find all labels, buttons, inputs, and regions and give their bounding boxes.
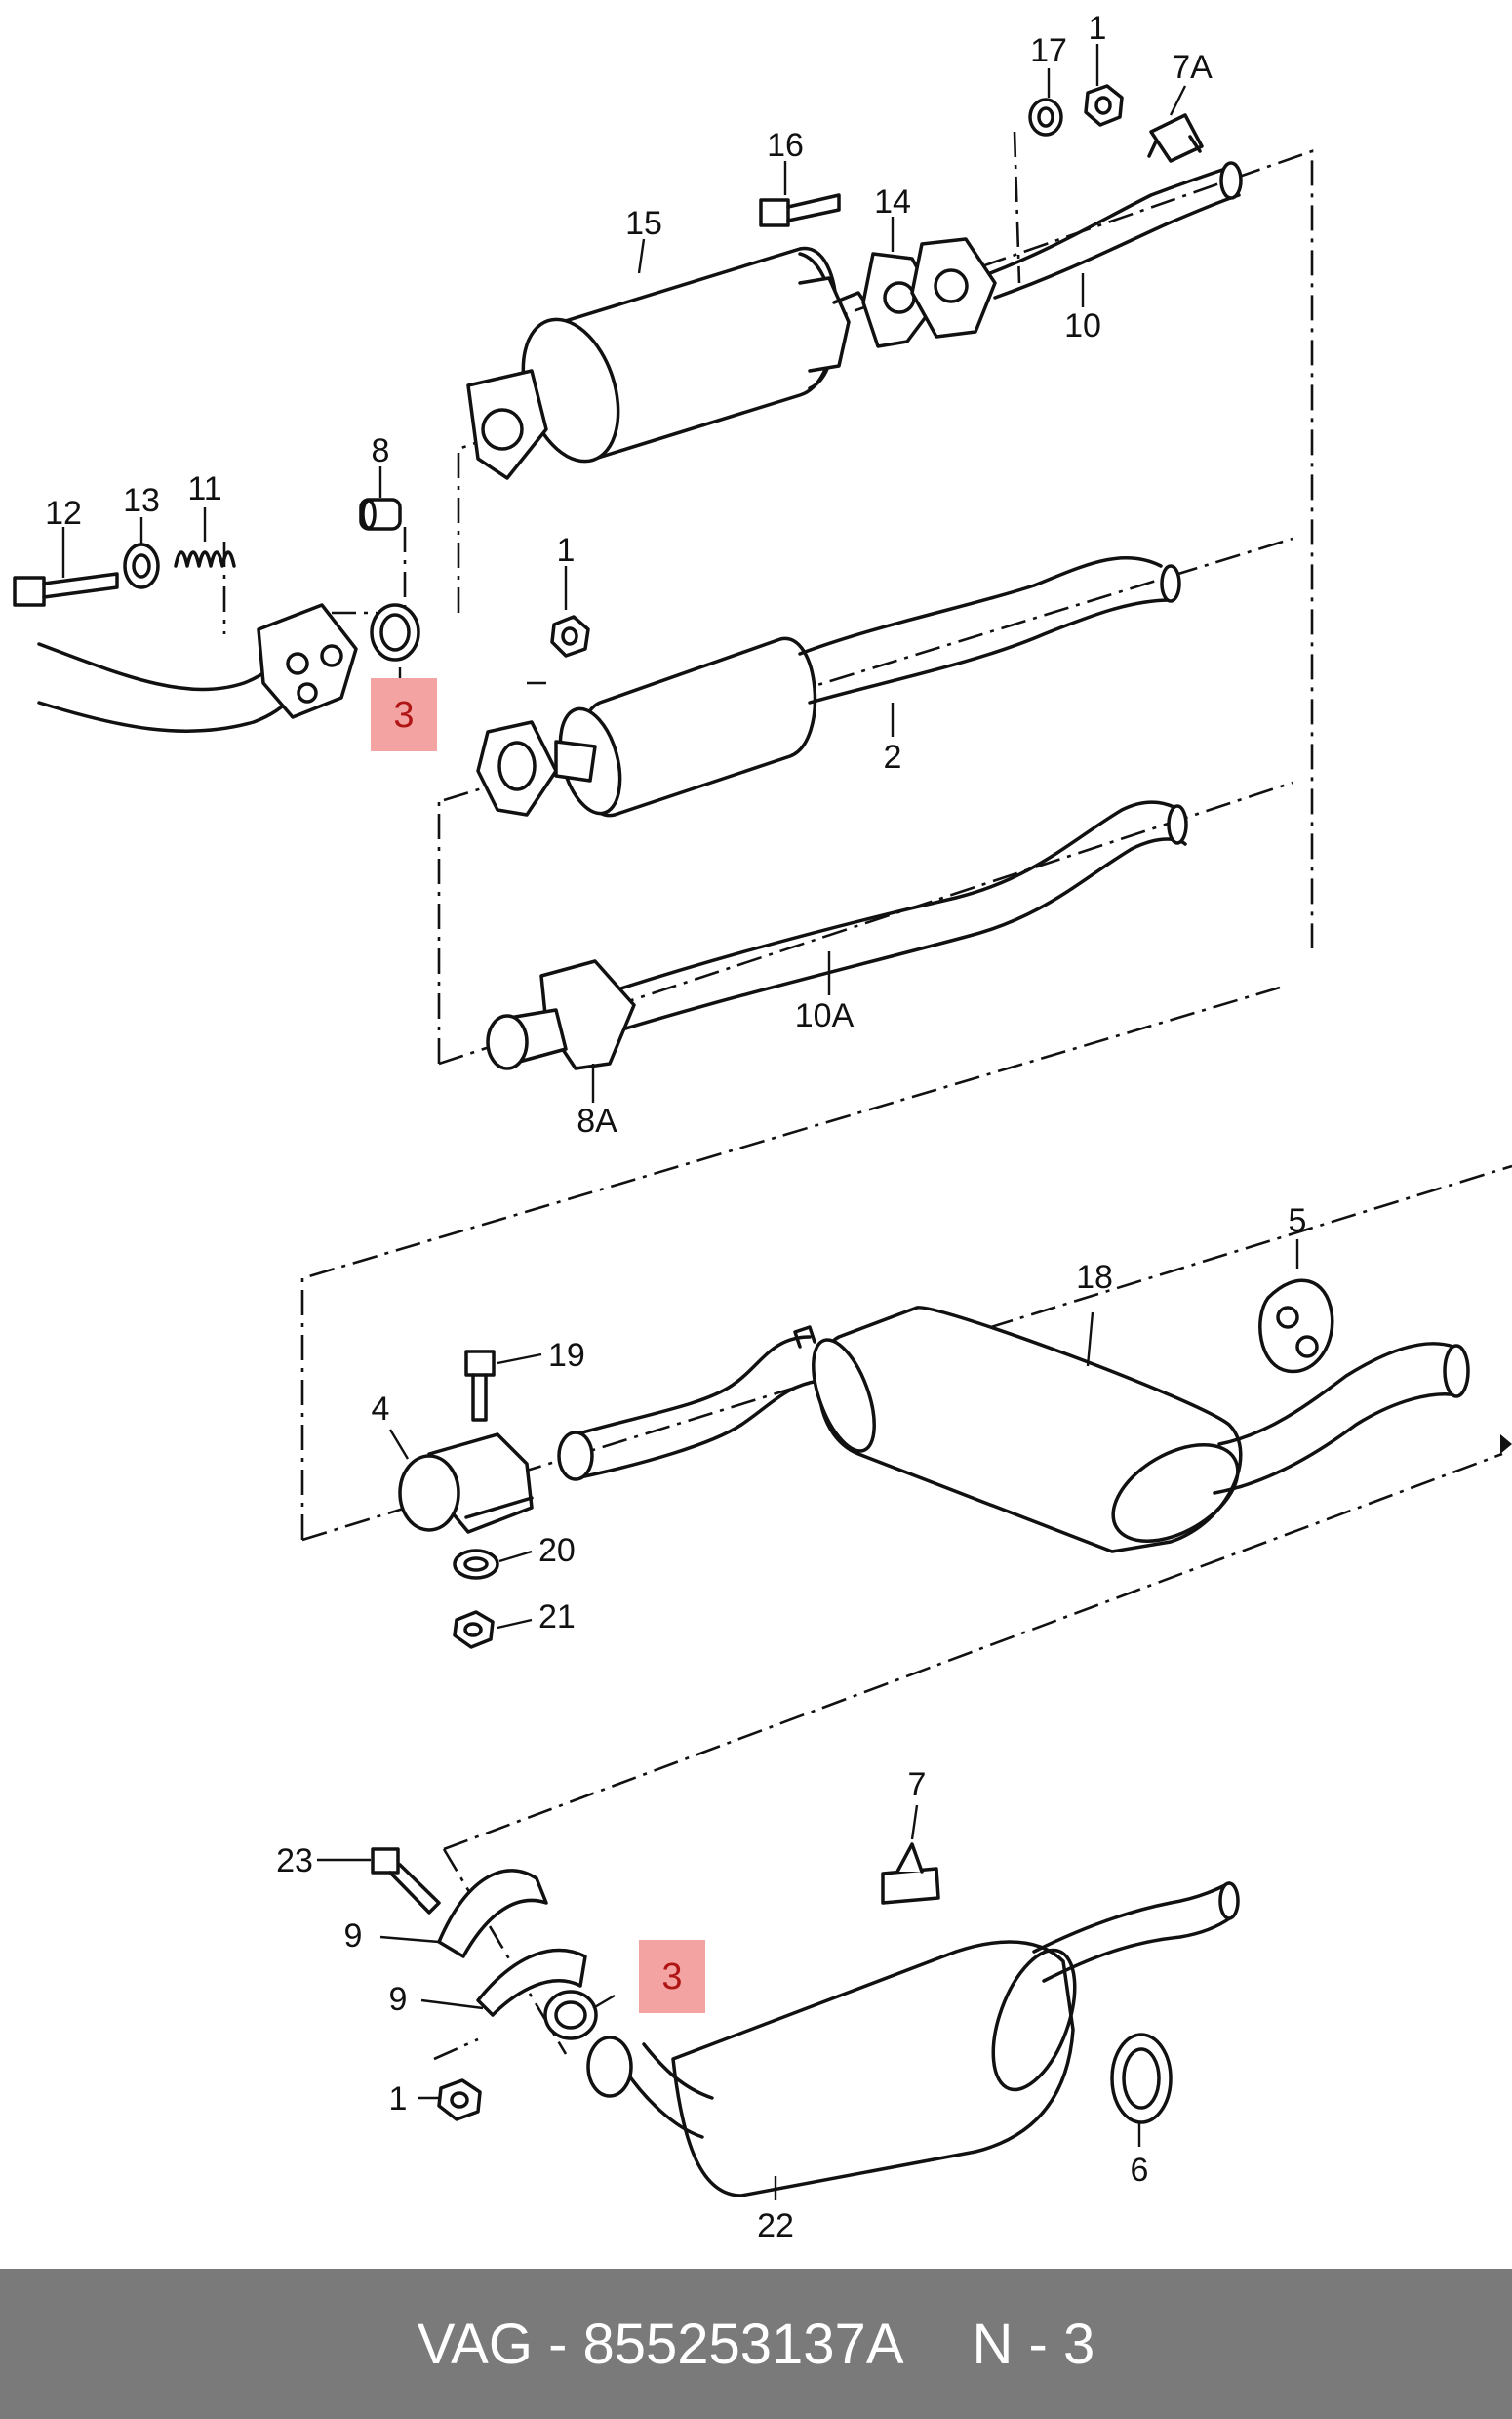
callout-10: 10	[1064, 307, 1101, 344]
front-exhaust-pipe	[37, 603, 358, 734]
callout-6: 6	[1131, 2152, 1149, 2189]
assembly-guide-lines	[222, 131, 1512, 2061]
nut-1-top	[1084, 84, 1124, 127]
seal-ring-3-top	[370, 603, 420, 662]
callout-3-bottom: 3	[661, 1956, 682, 1997]
nut-1-bottom	[437, 2078, 482, 2121]
callout-9-lower: 9	[389, 1981, 408, 2018]
callout-10a: 10A	[795, 997, 855, 1034]
callout-2: 2	[884, 739, 902, 776]
rubber-mount-5	[1258, 1278, 1334, 1374]
footer-bar: VAG - 855253137A N - 3	[0, 2269, 1512, 2419]
part-number: VAG - 855253137A	[417, 2312, 904, 2376]
seal-ring-6	[1110, 2033, 1173, 2124]
callout-1-top: 1	[1089, 10, 1107, 47]
bolt-12	[13, 572, 119, 607]
callout-11: 11	[187, 470, 221, 507]
highlight-box-bottom	[639, 1940, 705, 2013]
callout-18: 18	[1076, 1259, 1113, 1296]
callout-15: 15	[625, 205, 662, 242]
bolt-23	[371, 1847, 441, 1915]
callout-8: 8	[372, 432, 390, 469]
callout-23: 23	[276, 1842, 313, 1879]
highlight-box-top	[371, 678, 437, 751]
callout-13: 13	[123, 482, 160, 519]
callout-9-upper: 9	[344, 1917, 363, 1955]
edge-marker	[1500, 1434, 1512, 1454]
bolt-16	[759, 193, 841, 227]
washer-13	[123, 543, 160, 589]
middle-pipe-silencer-2	[476, 556, 1181, 818]
flange-pipe-10	[910, 161, 1243, 339]
callout-22: 22	[757, 2207, 794, 2244]
sleeve-8	[359, 498, 402, 531]
nut-1-middle	[550, 615, 590, 658]
callout-1-bottom: 1	[389, 2080, 408, 2117]
bolt-19	[464, 1350, 496, 1422]
callout-8a: 8A	[577, 1103, 617, 1140]
exhaust-system-diagram: 3 3 12 13 11 8 15 16 14 17 1 7A 10 1 2 1…	[13, 10, 1512, 2244]
leader-lines	[61, 44, 1299, 2200]
nut-21	[453, 1610, 495, 1649]
callout-14: 14	[874, 183, 911, 221]
clip-7a	[1147, 113, 1204, 163]
highlight-callout-3-top: 3	[371, 678, 437, 751]
spring-washer-20	[453, 1549, 499, 1580]
position-code: N - 3	[972, 2312, 1095, 2376]
catalytic-converter-15	[466, 247, 880, 480]
pipe-10a	[486, 800, 1188, 1070]
callout-7a: 7A	[1172, 49, 1213, 86]
rubber-buffer-7	[881, 1842, 940, 1905]
callout-4: 4	[372, 1391, 390, 1428]
callout-16: 16	[767, 127, 804, 164]
clamp-4	[398, 1432, 534, 1534]
callout-3-top: 3	[393, 695, 414, 736]
callout-7: 7	[908, 1766, 927, 1803]
front-silencer-18	[557, 1306, 1470, 1553]
washer-17	[1028, 98, 1063, 137]
callout-17: 17	[1030, 32, 1067, 69]
spring-11	[174, 550, 236, 568]
callout-5: 5	[1289, 1202, 1307, 1239]
callout-1-middle: 1	[557, 532, 576, 569]
clamp-halves-9	[437, 1869, 587, 2017]
rear-silencer-22	[586, 1881, 1240, 2197]
callout-labels: 12 13 11 8 15 16 14 17 1 7A 10 1 2 10A 8…	[45, 10, 1306, 2244]
highlight-callout-3-bottom: 3	[639, 1940, 705, 2013]
callout-20: 20	[538, 1532, 576, 1569]
callout-12: 12	[45, 495, 82, 532]
callout-19: 19	[548, 1337, 585, 1374]
seal-ring-3-bottom	[543, 1990, 598, 2040]
callout-21: 21	[538, 1598, 576, 1635]
